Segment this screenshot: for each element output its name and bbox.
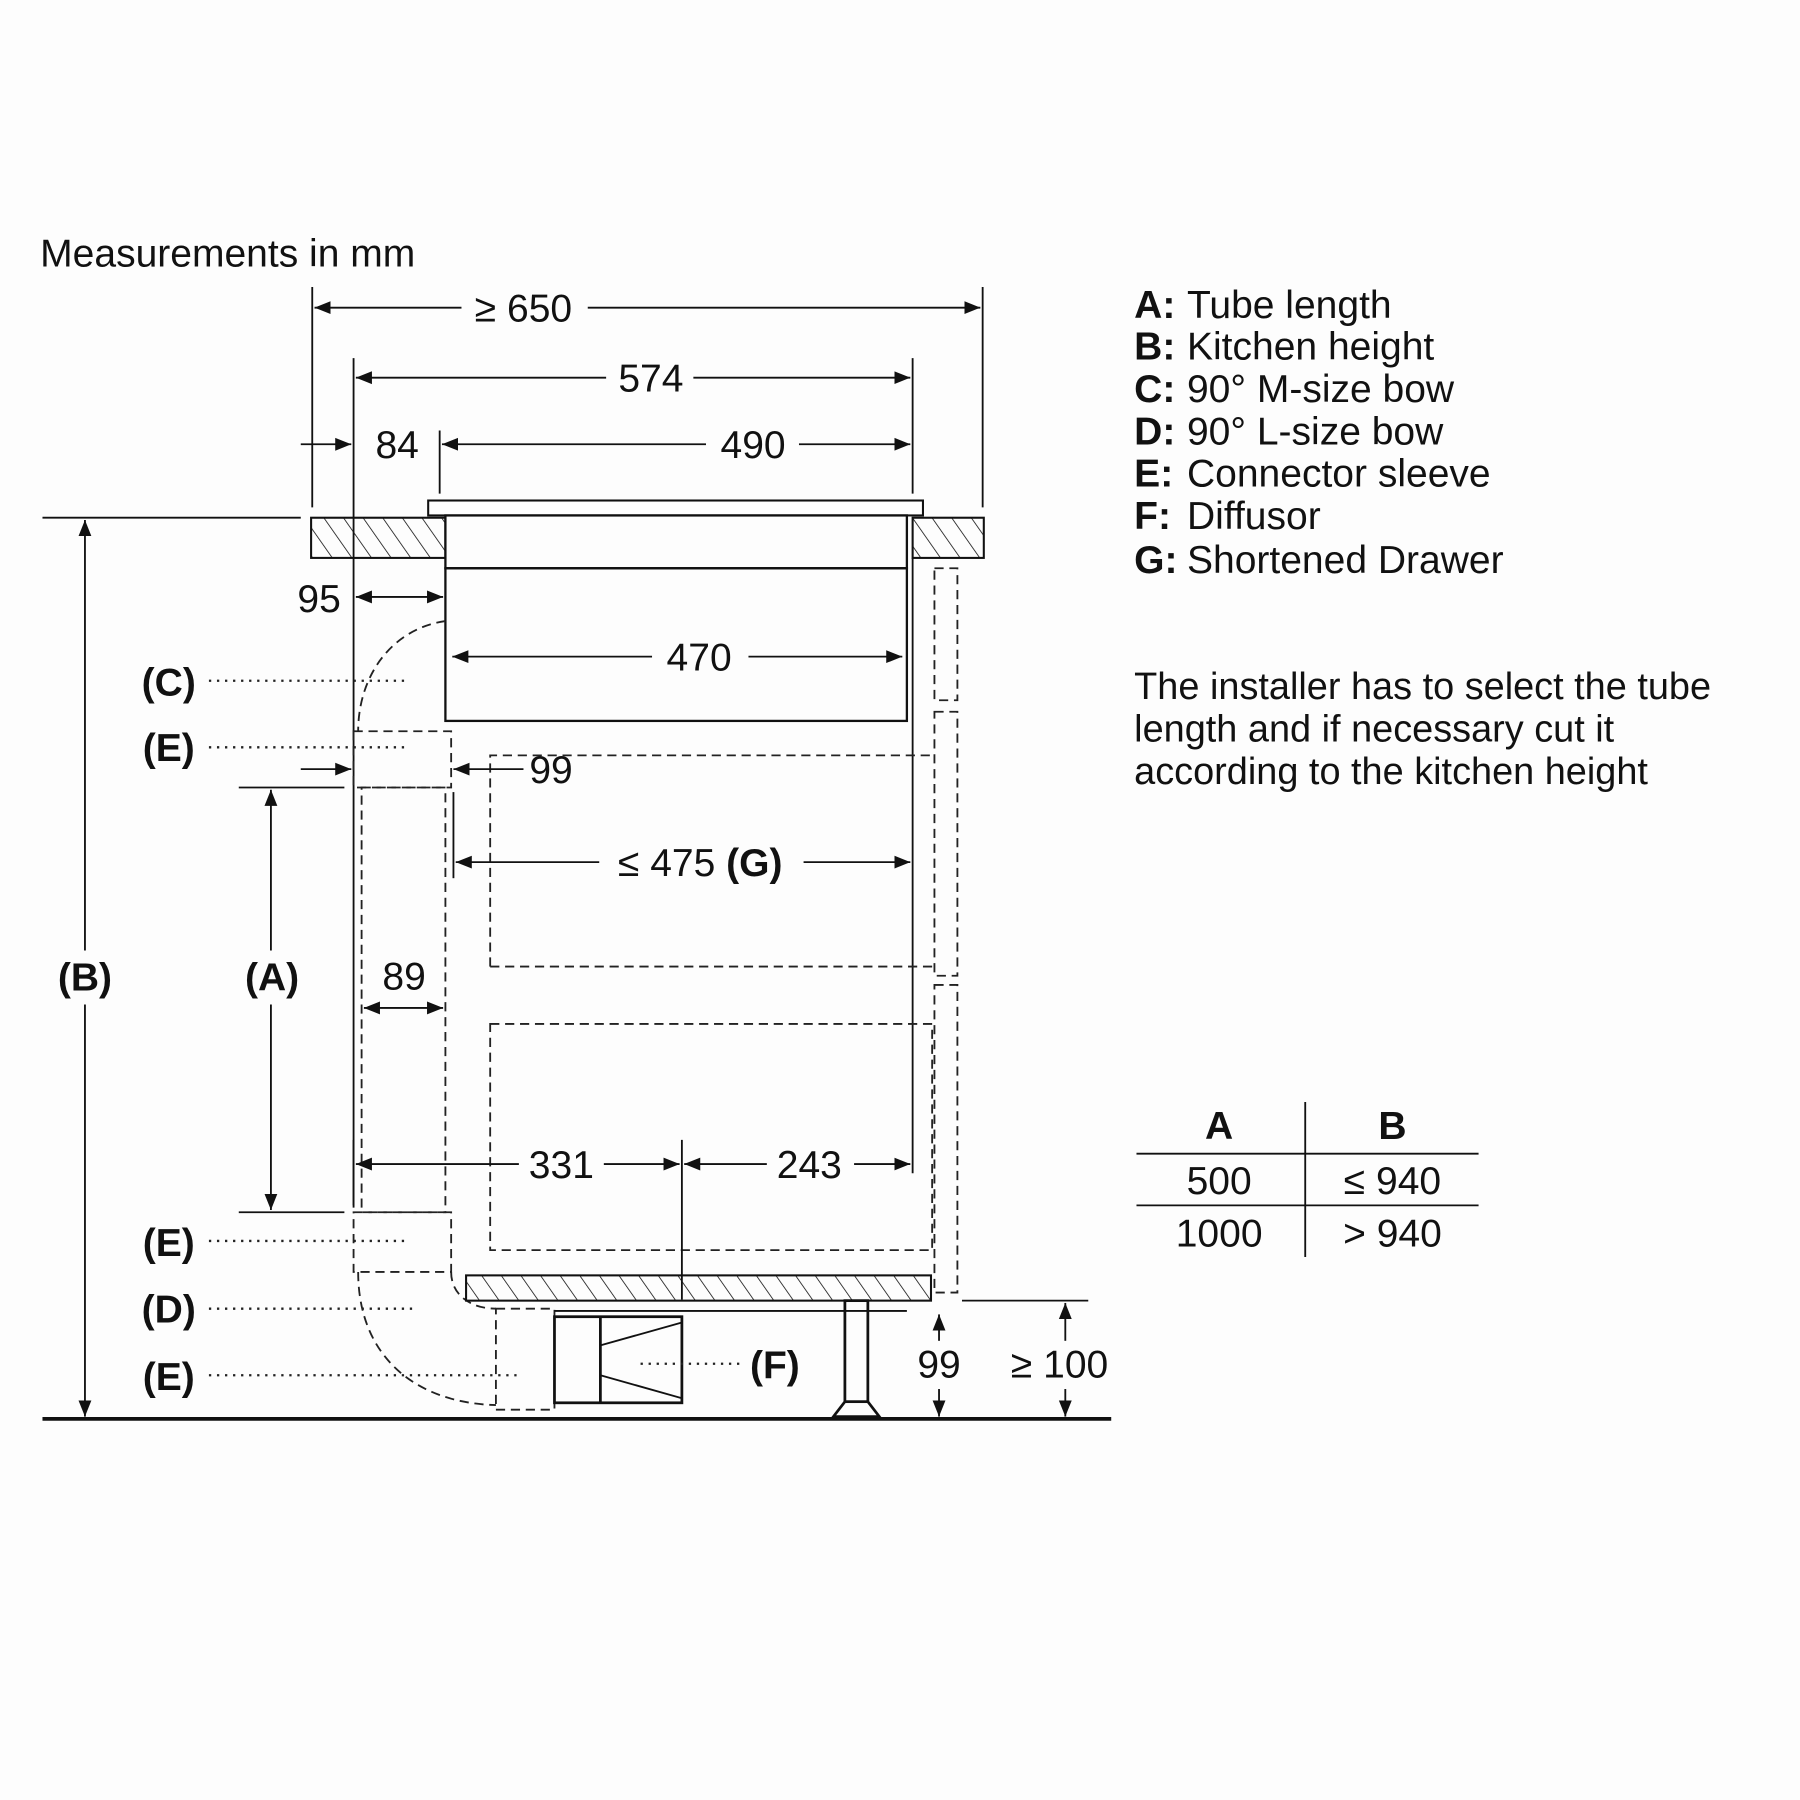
tube-length-table: A B 500 ≤ 940 1000 > 940 — [1136, 1102, 1479, 1258]
table-cell: > 940 — [1343, 1213, 1442, 1256]
svg-text:≤ 475 (G): ≤ 475 (G) — [618, 842, 783, 885]
svg-text:99: 99 — [917, 1344, 960, 1387]
svg-text:95: 95 — [297, 578, 340, 621]
legend-item: B:Kitchen height — [1134, 325, 1434, 368]
page-title: Measurements in mm — [40, 232, 415, 275]
legend-item: F:Diffusor — [1134, 495, 1321, 538]
table-cell: ≤ 940 — [1344, 1160, 1441, 1203]
dimension-89: 89 — [363, 956, 444, 1015]
cooktop — [427, 499, 924, 723]
cabinet-panel-dashed — [933, 567, 959, 1294]
svg-text:331: 331 — [529, 1144, 594, 1187]
diffusor — [553, 1310, 907, 1405]
legend-item: D:90° L-size bow — [1134, 410, 1444, 453]
countertop — [42, 516, 985, 559]
svg-text:99: 99 — [529, 749, 572, 792]
svg-text:The installer has to select th: The installer has to select the tube — [1134, 666, 1711, 708]
svg-text:243: 243 — [777, 1144, 842, 1187]
svg-text:according to the kitchen heigh: according to the kitchen height — [1134, 751, 1648, 793]
svg-text:(C): (C) — [142, 662, 196, 705]
dimension-95: 95 — [297, 578, 444, 621]
dimension-475-g: ≤ 475 (G) — [452, 792, 911, 885]
svg-text:(B): (B) — [58, 957, 112, 1000]
callout-labels: (C) (E) (E) (D) (E) (F) — [142, 662, 800, 1400]
svg-text:(E): (E) — [143, 1222, 195, 1265]
table-header: A — [1205, 1105, 1233, 1148]
dimension-470: 470 — [452, 636, 903, 679]
table-cell: 500 — [1187, 1160, 1252, 1203]
dimension-99-tube: 99 — [300, 749, 573, 792]
svg-text:84: 84 — [375, 424, 418, 467]
cabinet-base — [465, 1274, 933, 1302]
svg-text:≥ 100: ≥ 100 — [1011, 1344, 1108, 1387]
connector-sleeve-top — [352, 730, 453, 789]
dimension-plinth: 99 ≥ 100 — [917, 1299, 1108, 1417]
connector-sleeve-bottom — [495, 1307, 556, 1411]
cabinet-leg — [830, 1299, 883, 1418]
l-size-bow — [357, 1271, 496, 1407]
svg-text:89: 89 — [382, 956, 425, 999]
dimension-331-243: 331 243 — [352, 1139, 911, 1300]
dimension-b: (B) — [58, 520, 112, 1417]
dimension-650: ≥ 650 — [311, 286, 984, 508]
svg-text:(E): (E) — [143, 727, 195, 770]
dimension-a: (A) — [238, 786, 345, 1214]
svg-text:490: 490 — [721, 424, 786, 467]
installer-note: The installer has to select the tube len… — [1134, 666, 1711, 793]
legend-item: G:Shortened Drawer — [1134, 539, 1503, 582]
table-cell: 1000 — [1176, 1213, 1263, 1256]
svg-text:length and if necessary cut it: length and if necessary cut it — [1134, 709, 1614, 751]
table-header: B — [1378, 1105, 1406, 1148]
svg-text:(D): (D) — [142, 1288, 196, 1331]
legend-item: E:Connector sleeve — [1134, 453, 1490, 496]
svg-text:(E): (E) — [143, 1356, 195, 1399]
svg-text:470: 470 — [667, 636, 732, 679]
svg-text:(A): (A) — [245, 957, 299, 1000]
dimension-84-490: 84 490 — [300, 424, 911, 494]
legend-item: C:90° M-size bow — [1134, 368, 1455, 411]
svg-text:≥ 650: ≥ 650 — [475, 287, 572, 330]
m-size-bow — [357, 620, 446, 732]
svg-text:(F): (F) — [750, 1345, 800, 1388]
svg-text:574: 574 — [618, 357, 683, 400]
legend-item: A:Tube length — [1134, 284, 1391, 327]
dimension-574: 574 — [352, 357, 914, 1208]
drawers-shortened — [489, 754, 934, 1252]
legend: A:Tube length B:Kitchen height C:90° M-s… — [1134, 284, 1503, 582]
tube — [360, 786, 447, 1214]
